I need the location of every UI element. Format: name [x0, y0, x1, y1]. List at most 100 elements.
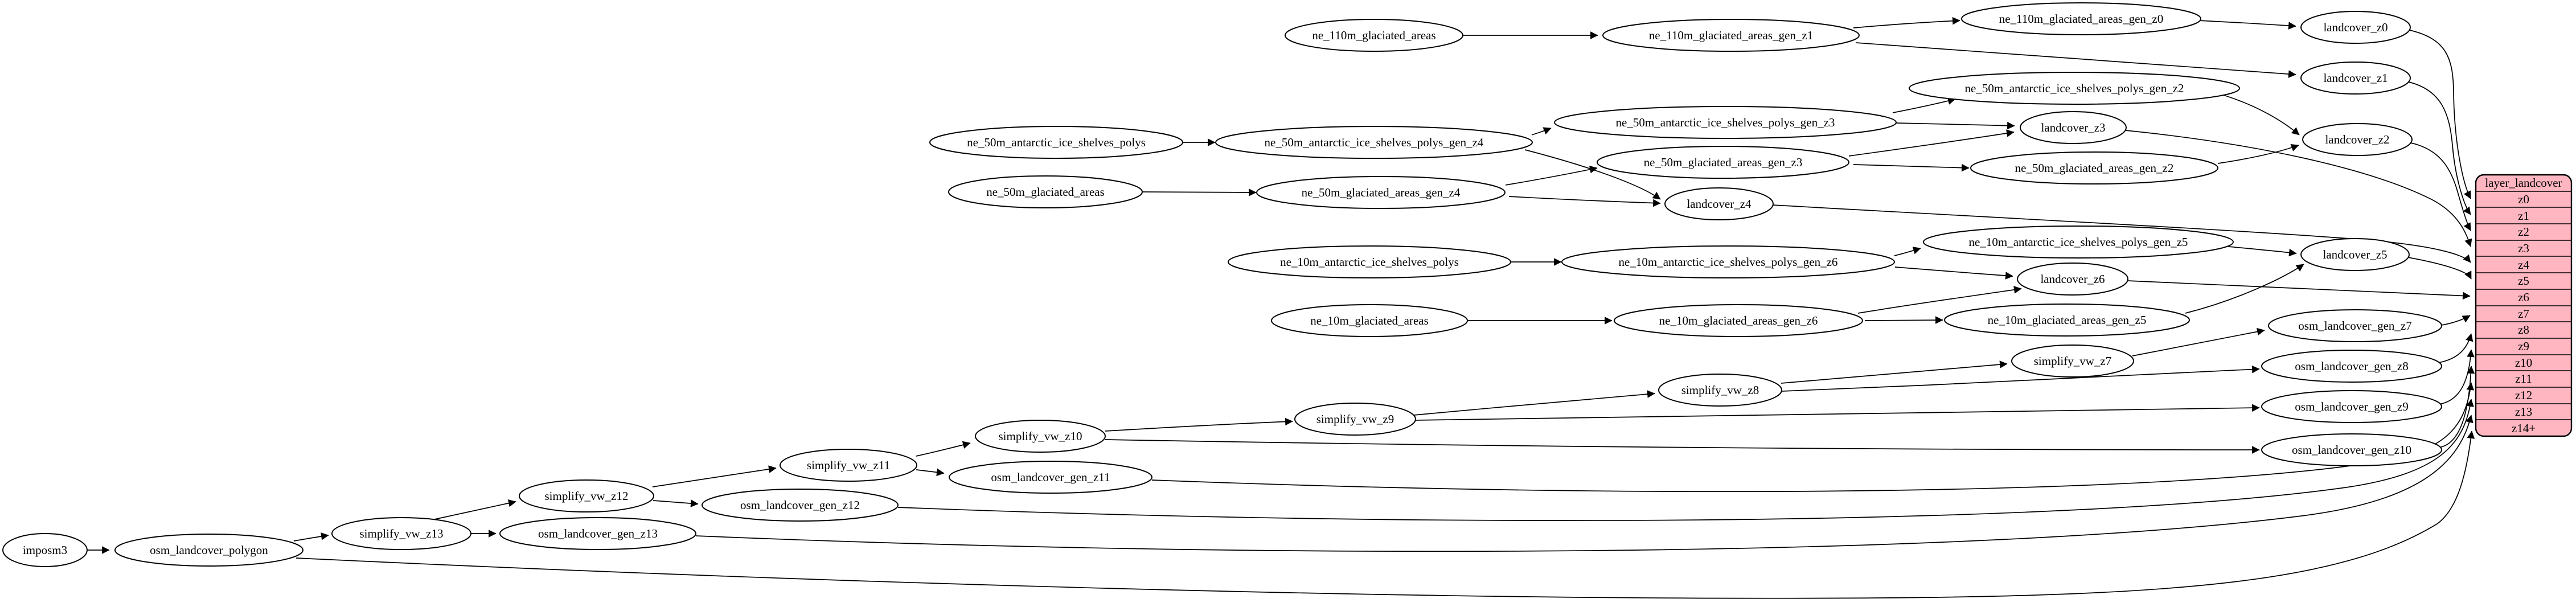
node-label: simplify_vw_z12	[545, 489, 629, 503]
node-ellipse	[1294, 403, 1416, 436]
node-label: imposm3	[23, 543, 67, 557]
node-label: osm_landcover_gen_z7	[2298, 319, 2411, 333]
node-osm_landcover_gen_z7: osm_landcover_gen_z7	[2268, 309, 2442, 342]
table-row-z0: z0	[2518, 192, 2529, 206]
node-label: ne_10m_glaciated_areas_gen_z5	[1988, 313, 2147, 327]
node-label: osm_landcover_gen_z8	[2295, 359, 2408, 373]
edge-gl_gen_z5-landcover_z5	[2185, 264, 2304, 314]
node-label: ne_10m_antarctic_ice_shelves_polys_gen_z…	[1619, 255, 1838, 269]
table-row-z12: z12	[2515, 388, 2532, 402]
node-label: ne_10m_antarctic_ice_shelves_polys	[1280, 255, 1459, 269]
node-ne_50m_antarctic_ice_shelves_polys_gen_z2: ne_50m_antarctic_ice_shelves_polys_gen_z…	[1909, 72, 2240, 105]
edge-simplify_vw_z8-simplify_vw_z7	[1781, 360, 2008, 384]
table-row-z2: z2	[2518, 225, 2529, 239]
node-ellipse	[1614, 304, 1863, 337]
node-ellipse	[948, 175, 1143, 208]
node-ellipse	[1271, 304, 1468, 337]
nodes: imposm3 osm_landcover_polygon simplify_v…	[2, 2, 2442, 567]
node-ne_50m_glaciated_areas_gen_z3: ne_50m_glaciated_areas_gen_z3	[1597, 146, 1849, 179]
node-ne_10m_antarctic_ice_shelves_polys_gen_z5: ne_10m_antarctic_ice_shelves_polys_gen_z…	[1923, 225, 2234, 259]
node-simplify_vw_z11: simplify_vw_z11	[780, 449, 917, 482]
edge-simplify_vw_z9-simplify_vw_z8	[1413, 390, 1655, 416]
node-ellipse	[949, 461, 1152, 494]
node-ellipse	[499, 517, 696, 550]
node-label: landcover_z6	[2040, 272, 2105, 286]
node-ne_50m_antarctic_ice_shelves_polys_gen_z3: ne_50m_antarctic_ice_shelves_polys_gen_z…	[1554, 106, 1897, 139]
node-osm_landcover_gen_z10: osm_landcover_gen_z10	[2261, 433, 2442, 466]
node-ellipse	[1944, 304, 2190, 337]
edge-simplify_vw_z12-simplify_vw_z11	[652, 465, 777, 487]
node-label: osm_landcover_gen_z11	[991, 470, 1110, 484]
node-label: landcover_z1	[2323, 71, 2388, 85]
node-ne_10m_glaciated_areas: ne_10m_glaciated_areas	[1271, 304, 1468, 337]
edge-gl_gen_z4-landcover_z4	[1508, 196, 1661, 207]
node-label: simplify_vw_z9	[1316, 412, 1394, 426]
node-osm_landcover_gen_z9: osm_landcover_gen_z9	[2261, 390, 2442, 423]
table-row-z8: z8	[2518, 323, 2529, 337]
node-ellipse	[929, 126, 1183, 159]
edge-ais_gen_z4-ais_gen_z3	[1531, 127, 1552, 136]
edge-osm_landcover_polygon-simplify_vw_z13	[293, 532, 329, 542]
edge-ais_gen_z5-landcover_z5	[2228, 246, 2297, 257]
node-label: ne_110m_glaciated_areas_gen_z1	[1649, 28, 1813, 42]
node-label: ne_50m_antarctic_ice_shelves_polys_gen_z…	[1265, 136, 1484, 149]
layer-landcover-table: layer_landcover z0 z1 z2 z3 z4 z5 z6 z7 …	[2475, 174, 2573, 437]
edge-ais_gen_z3-ais_gen_z2	[1892, 97, 1956, 113]
node-simplify_vw_z10: simplify_vw_z10	[975, 420, 1106, 453]
node-ellipse	[1658, 374, 1782, 407]
table-row-z13: z13	[2515, 405, 2532, 419]
node-label: ne_50m_glaciated_areas	[986, 185, 1105, 199]
node-ellipse	[519, 479, 654, 512]
edge-gl_gen_z3-gl_gen_z2	[1853, 163, 1970, 172]
edge-osm_landcover_gen_z11-z11	[1151, 382, 2475, 493]
node-ne_110m_glaciated_areas_gen_z1: ne_110m_glaciated_areas_gen_z1	[1602, 19, 1860, 52]
table-row-z7: z7	[2518, 307, 2529, 321]
node-ne_50m_glaciated_areas: ne_50m_glaciated_areas	[948, 175, 1143, 208]
node-label: landcover_z0	[2323, 20, 2388, 34]
node-osm_landcover_gen_z13: osm_landcover_gen_z13	[499, 517, 696, 550]
edge-simplify_vw_z11-simplify_vw_z10	[916, 441, 971, 457]
node-label: ne_50m_antarctic_ice_shelves_polys	[967, 136, 1146, 149]
edge-osm_landcover_gen_z8-z8	[2438, 333, 2474, 363]
table-row-z14plus: z14+	[2512, 421, 2536, 435]
edge-gl_gen_z6-landcover_z6	[1857, 286, 2022, 314]
edge-osm_landcover_polygon-z14	[296, 430, 2475, 599]
node-ellipse	[2020, 111, 2127, 144]
edges	[87, 17, 2475, 599]
node-ellipse	[2261, 390, 2442, 423]
node-simplify_vw_z8: simplify_vw_z8	[1658, 374, 1782, 407]
edge-landcover_z4-z4	[1772, 204, 2471, 263]
node-ellipse	[114, 534, 303, 567]
table-row-z1: z1	[2518, 209, 2529, 223]
node-ne_10m_antarctic_ice_shelves_polys: ne_10m_antarctic_ice_shelves_polys	[1228, 245, 1511, 278]
node-landcover_z1: landcover_z1	[2300, 61, 2411, 95]
edge-osm_landcover_gen_z12-z12	[897, 399, 2474, 521]
node-ne_10m_glaciated_areas_gen_z5: ne_10m_glaciated_areas_gen_z5	[1944, 304, 2190, 337]
edge-gen_z0-landcover_z0	[2197, 20, 2296, 30]
node-simplify_vw_z13: simplify_vw_z13	[331, 517, 471, 550]
edge-simplify_vw_z11-osm_landcover_gen_z11	[916, 468, 945, 477]
node-label: landcover_z2	[2325, 133, 2389, 146]
node-simplify_vw_z12: simplify_vw_z12	[519, 479, 654, 512]
edge-osm_landcover_gen_z10-z10	[2438, 366, 2475, 448]
edge-gen_z1-gen_z0	[1853, 17, 1960, 28]
node-label: simplify_vw_z13	[360, 527, 444, 540]
node-ellipse	[1561, 245, 1895, 278]
node-ellipse	[2268, 309, 2442, 342]
node-ellipse	[1923, 225, 2234, 259]
node-label: ne_50m_antarctic_ice_shelves_polys_gen_z…	[1965, 81, 2184, 95]
node-ellipse	[2011, 345, 2134, 378]
table-row-z6: z6	[2518, 290, 2529, 304]
node-label: ne_110m_glaciated_areas_gen_z0	[1999, 12, 2163, 26]
node-osm_landcover_gen_z12: osm_landcover_gen_z12	[702, 489, 899, 522]
node-ne_50m_glaciated_areas_gen_z2: ne_50m_glaciated_areas_gen_z2	[1970, 151, 2218, 184]
node-ellipse	[1664, 187, 1774, 220]
node-ellipse	[1256, 176, 1506, 209]
node-label: osm_landcover_polygon	[150, 543, 268, 557]
node-landcover_z6: landcover_z6	[2017, 263, 2128, 296]
edge-simplify_vw_z8-osm_landcover_gen_z8	[1781, 365, 2260, 392]
table-row-z5: z5	[2518, 274, 2529, 288]
edge-simplify_vw_z9-osm_landcover_gen_z9	[1414, 404, 2260, 421]
node-label: simplify_vw_z8	[1681, 383, 1759, 397]
